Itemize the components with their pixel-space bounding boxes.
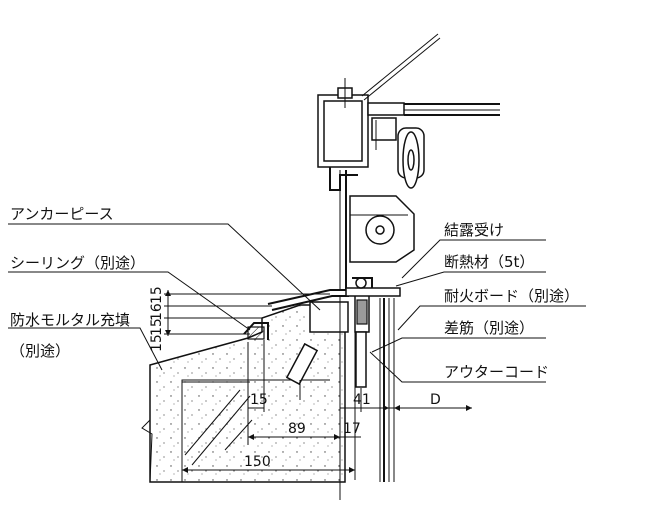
dim-vertical-4: 15 [149, 334, 165, 352]
dim-150: 150 [244, 454, 271, 470]
label-mortar-line2: （別途） [10, 342, 70, 360]
label-outer-cord: アウターコード [444, 363, 549, 381]
condensation-tray [345, 287, 401, 297]
sealing-block [247, 326, 265, 340]
upper-pulley [397, 127, 425, 189]
dim-d: D [430, 392, 441, 408]
dim-17: 17 [343, 421, 361, 437]
rebar [355, 331, 367, 388]
rebar-block [285, 342, 319, 386]
label-sealing: シーリング（別途） [10, 254, 145, 272]
anchor-bolt [356, 299, 368, 325]
dim-vertical-2: 16 [149, 303, 165, 321]
label-anchor-piece: アンカーピース [10, 205, 114, 223]
label-insulation: 断熱材（5t） [444, 253, 534, 271]
label-mortar-line1: 防水モルタル充填 [10, 311, 130, 329]
anchor-bracket [309, 301, 349, 333]
leader-lines [8, 223, 586, 383]
window-frame-lines [339, 170, 395, 482]
label-reinforcement: 差筋（別途） [444, 319, 534, 337]
dim-89: 89 [288, 421, 306, 437]
dim-vertical-3: 15 [149, 318, 165, 336]
dim-15: 15 [250, 392, 268, 408]
frame-head [317, 33, 500, 191]
dim-41: 41 [353, 392, 371, 408]
label-condensation: 結露受け [444, 221, 504, 239]
dim-vertical-1: 15 [149, 286, 165, 304]
label-fire-board: 耐火ボード（別途） [444, 287, 579, 305]
anchor-lip [243, 322, 269, 340]
